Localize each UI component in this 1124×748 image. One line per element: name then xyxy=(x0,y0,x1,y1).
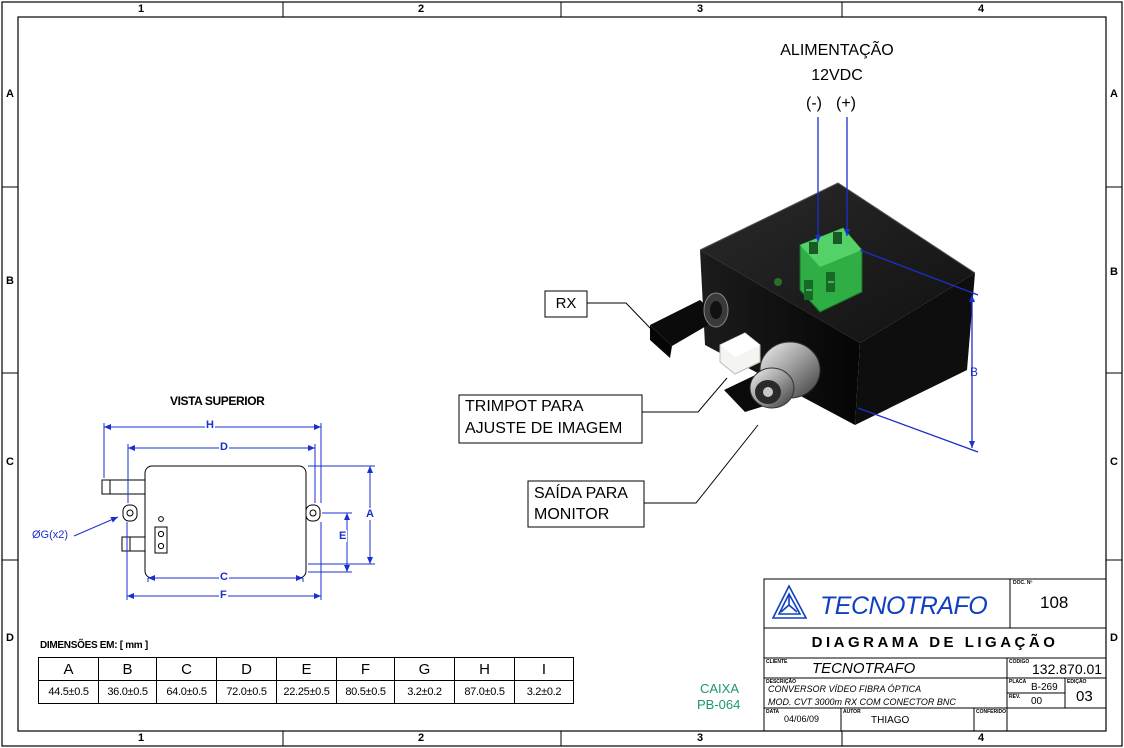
title-block-grid xyxy=(763,578,1107,732)
dim-header-h: H xyxy=(454,657,515,681)
doc-no-value: 108 xyxy=(1040,593,1069,612)
dim-value-i: 3.2±0.2 xyxy=(514,680,574,704)
dim-d-label: D xyxy=(219,441,229,453)
dim-value-e: 22.25±0.5 xyxy=(276,680,337,704)
saida-callout-box xyxy=(527,480,645,528)
rev-value: 00 xyxy=(1031,696,1043,707)
zone-row-c-left: C xyxy=(6,456,14,468)
dim-h-label: H xyxy=(205,419,215,431)
dim-header-a: A xyxy=(38,657,99,681)
doc-no-label: DOC. Nº xyxy=(1013,580,1033,586)
dim-value-h: 87.0±0.5 xyxy=(454,680,515,704)
conferido-label: CONFERIDO xyxy=(976,709,1006,715)
dim-e-label: E xyxy=(338,530,348,542)
rx-callout-box xyxy=(544,290,588,318)
cliente-value: TECNOTRAFO xyxy=(812,660,916,677)
trimpot-callout-box xyxy=(458,394,643,444)
power-label-voltage: 12VDC xyxy=(811,67,863,84)
zone-row-c-right: C xyxy=(1110,456,1118,468)
caixa-label: CAIXA xyxy=(700,681,740,696)
dim-value-f: 80.5±0.5 xyxy=(336,680,395,704)
codigo-label: CÓDIGO xyxy=(1009,659,1030,665)
zone-row-b-left: B xyxy=(6,275,14,287)
diagram-title: DIAGRAMA DE LIGAÇÃO xyxy=(811,634,1059,651)
dim-c-label: C xyxy=(219,571,229,583)
autor-label: AUTOR xyxy=(843,709,861,715)
tecnotrafo-logo-icon xyxy=(771,584,808,619)
bnc-connector xyxy=(724,341,821,412)
zone-col-2-bottom: 2 xyxy=(418,732,425,744)
power-label-alimentacao: ALIMENTAÇÃO xyxy=(780,42,894,59)
dim-header-i: I xyxy=(514,657,574,681)
descricao-label: DESCRIÇÃO xyxy=(766,679,797,685)
edicao-value: 03 xyxy=(1076,688,1093,705)
power-plus-label: (+) xyxy=(836,95,856,112)
zone-col-2-top: 2 xyxy=(418,3,425,15)
rx-fiber-connector xyxy=(650,292,729,358)
descricao-line2: MOD. CVT 3000m RX COM CONECTOR BNC xyxy=(768,697,956,707)
rev-label: REV. xyxy=(1009,694,1021,700)
dimensions-caption: DIMENSÕES EM: [ mm ] xyxy=(40,640,148,651)
zone-row-a-left: A xyxy=(6,88,14,100)
edicao-label: EDIÇÃO xyxy=(1067,679,1087,685)
inner-border xyxy=(17,16,1107,732)
dim-f-label: F xyxy=(219,589,228,601)
power-minus-label: (-) xyxy=(806,95,822,112)
trimpot-callout-line2: AJUSTE DE IMAGEM xyxy=(465,420,623,437)
dim-value-g: 3.2±0.2 xyxy=(394,680,455,704)
top-view-title: VISTA SUPERIOR xyxy=(170,394,265,408)
autor-value: THIAGO xyxy=(871,715,910,726)
codigo-value: 132.870.01 xyxy=(1032,661,1103,677)
trimpot-callout-line1: TRIMPOT PARA xyxy=(465,398,584,415)
zone-col-3-bottom: 3 xyxy=(697,732,704,744)
cliente-label: CLIENTE xyxy=(766,659,788,665)
power-terminal-block xyxy=(799,227,863,313)
data-value: 04/06/09 xyxy=(784,714,820,724)
dim-header-e: E xyxy=(276,657,337,681)
zone-col-4-top: 4 xyxy=(978,3,985,15)
dimensions-header-row: A B C D E F G H I xyxy=(38,657,574,681)
rx-callout-label: RX xyxy=(555,295,577,312)
data-label: DATA xyxy=(766,709,780,715)
led-indicator xyxy=(774,278,782,286)
zone-row-d-left: D xyxy=(6,632,14,644)
brand-logo-text: TECNOTRAFO xyxy=(820,592,988,620)
placa-value: B-269 xyxy=(1031,682,1058,693)
top-view-drawing xyxy=(101,465,321,579)
dimensions-table: A B C D E F G H I 44.5±0.5 36.0±0.5 64.0… xyxy=(38,657,574,704)
saida-callout-line1: SAÍDA PARA xyxy=(534,485,628,502)
dim-value-b: 36.0±0.5 xyxy=(98,680,157,704)
zone-col-1-bottom: 1 xyxy=(138,732,145,744)
saida-callout-line2: MONITOR xyxy=(534,506,610,523)
hole-diameter-label: ØG(x2) xyxy=(32,529,69,541)
dim-a-label: A xyxy=(365,508,375,520)
dimension-b-label: B xyxy=(970,365,979,379)
dim-header-g: G xyxy=(394,657,455,681)
dim-header-c: C xyxy=(156,657,217,681)
zone-row-b-right: B xyxy=(1110,266,1118,278)
zone-row-d-right: D xyxy=(1110,632,1118,644)
converter-product-image xyxy=(650,182,976,425)
dim-header-d: D xyxy=(216,657,277,681)
dimensions-value-row: 44.5±0.5 36.0±0.5 64.0±0.5 72.0±0.5 22.2… xyxy=(38,680,574,704)
placa-label: PLACA xyxy=(1009,679,1027,685)
dim-value-a: 44.5±0.5 xyxy=(38,680,99,704)
zone-col-3-top: 3 xyxy=(697,3,704,15)
zone-col-1-top: 1 xyxy=(138,3,145,15)
zone-col-4-bottom: 4 xyxy=(978,732,985,744)
dim-header-b: B xyxy=(98,657,157,681)
zone-row-a-right: A xyxy=(1110,88,1118,100)
caixa-model: PB-064 xyxy=(697,697,741,712)
descricao-line1: CONVERSOR VÍDEO FIBRA ÓPTICA xyxy=(768,684,922,694)
dim-header-f: F xyxy=(336,657,395,681)
trimpot xyxy=(719,332,761,375)
dim-value-c: 64.0±0.5 xyxy=(156,680,217,704)
dim-value-d: 72.0±0.5 xyxy=(216,680,277,704)
